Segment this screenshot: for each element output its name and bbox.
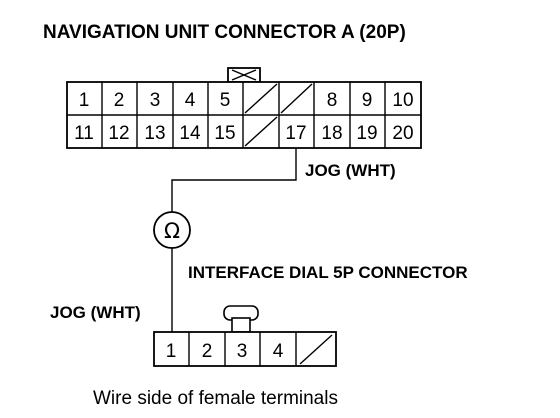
pin-a-3: 3 [150,90,161,111]
pin-a-19: 19 [356,123,377,144]
pin-a-14: 14 [179,123,201,144]
connector-b-lock-tab [223,305,259,333]
navigation-unit-connector-a: 1 2 3 4 5 8 9 10 11 12 13 14 15 17 18 19… [66,81,422,149]
pin-a-2: 2 [114,90,125,111]
pin-b-1: 1 [166,341,177,362]
diagram-title: NAVIGATION UNIT CONNECTOR A (20P) [43,22,406,43]
diagram-caption: Wire side of female terminals [93,388,338,409]
pin-a-18: 18 [321,123,342,144]
interface-dial-5p-connector: 1 2 3 4 [153,331,337,367]
pin-a-1: 1 [79,90,90,111]
jog-wire-upper [171,148,297,212]
pin-a-12: 12 [108,123,129,144]
pin-b-2: 2 [202,341,213,362]
interface-dial-connector-title: INTERFACE DIAL 5P CONNECTOR [188,263,468,282]
pin-a-10: 10 [392,90,413,111]
pin-a-13: 13 [144,123,165,144]
pin-a-4: 4 [185,90,196,111]
pin-a-9: 9 [362,90,373,111]
pin-a-17: 17 [285,123,306,144]
unused-cavity-6 [244,83,278,114]
unused-cavity-16 [244,116,278,147]
pin-b-4: 4 [273,341,284,362]
ohm-symbol-glyph: Ω [164,219,180,243]
pin-a-20: 20 [392,123,413,144]
jog-wire-label-top: JOG (WHT) [305,161,396,180]
pin-a-15: 15 [214,123,235,144]
jog-wire-label-bottom: JOG (WHT) [50,303,141,322]
pin-b-3: 3 [237,341,248,362]
ohmmeter-symbol: Ω [153,211,191,249]
pin-a-5: 5 [220,90,231,111]
pin-a-8: 8 [327,90,338,111]
unused-cavity-7 [280,83,313,114]
connector-a-lock-tab [227,67,261,83]
unused-cavity-b-5 [299,334,333,365]
pin-a-11: 11 [74,123,94,144]
